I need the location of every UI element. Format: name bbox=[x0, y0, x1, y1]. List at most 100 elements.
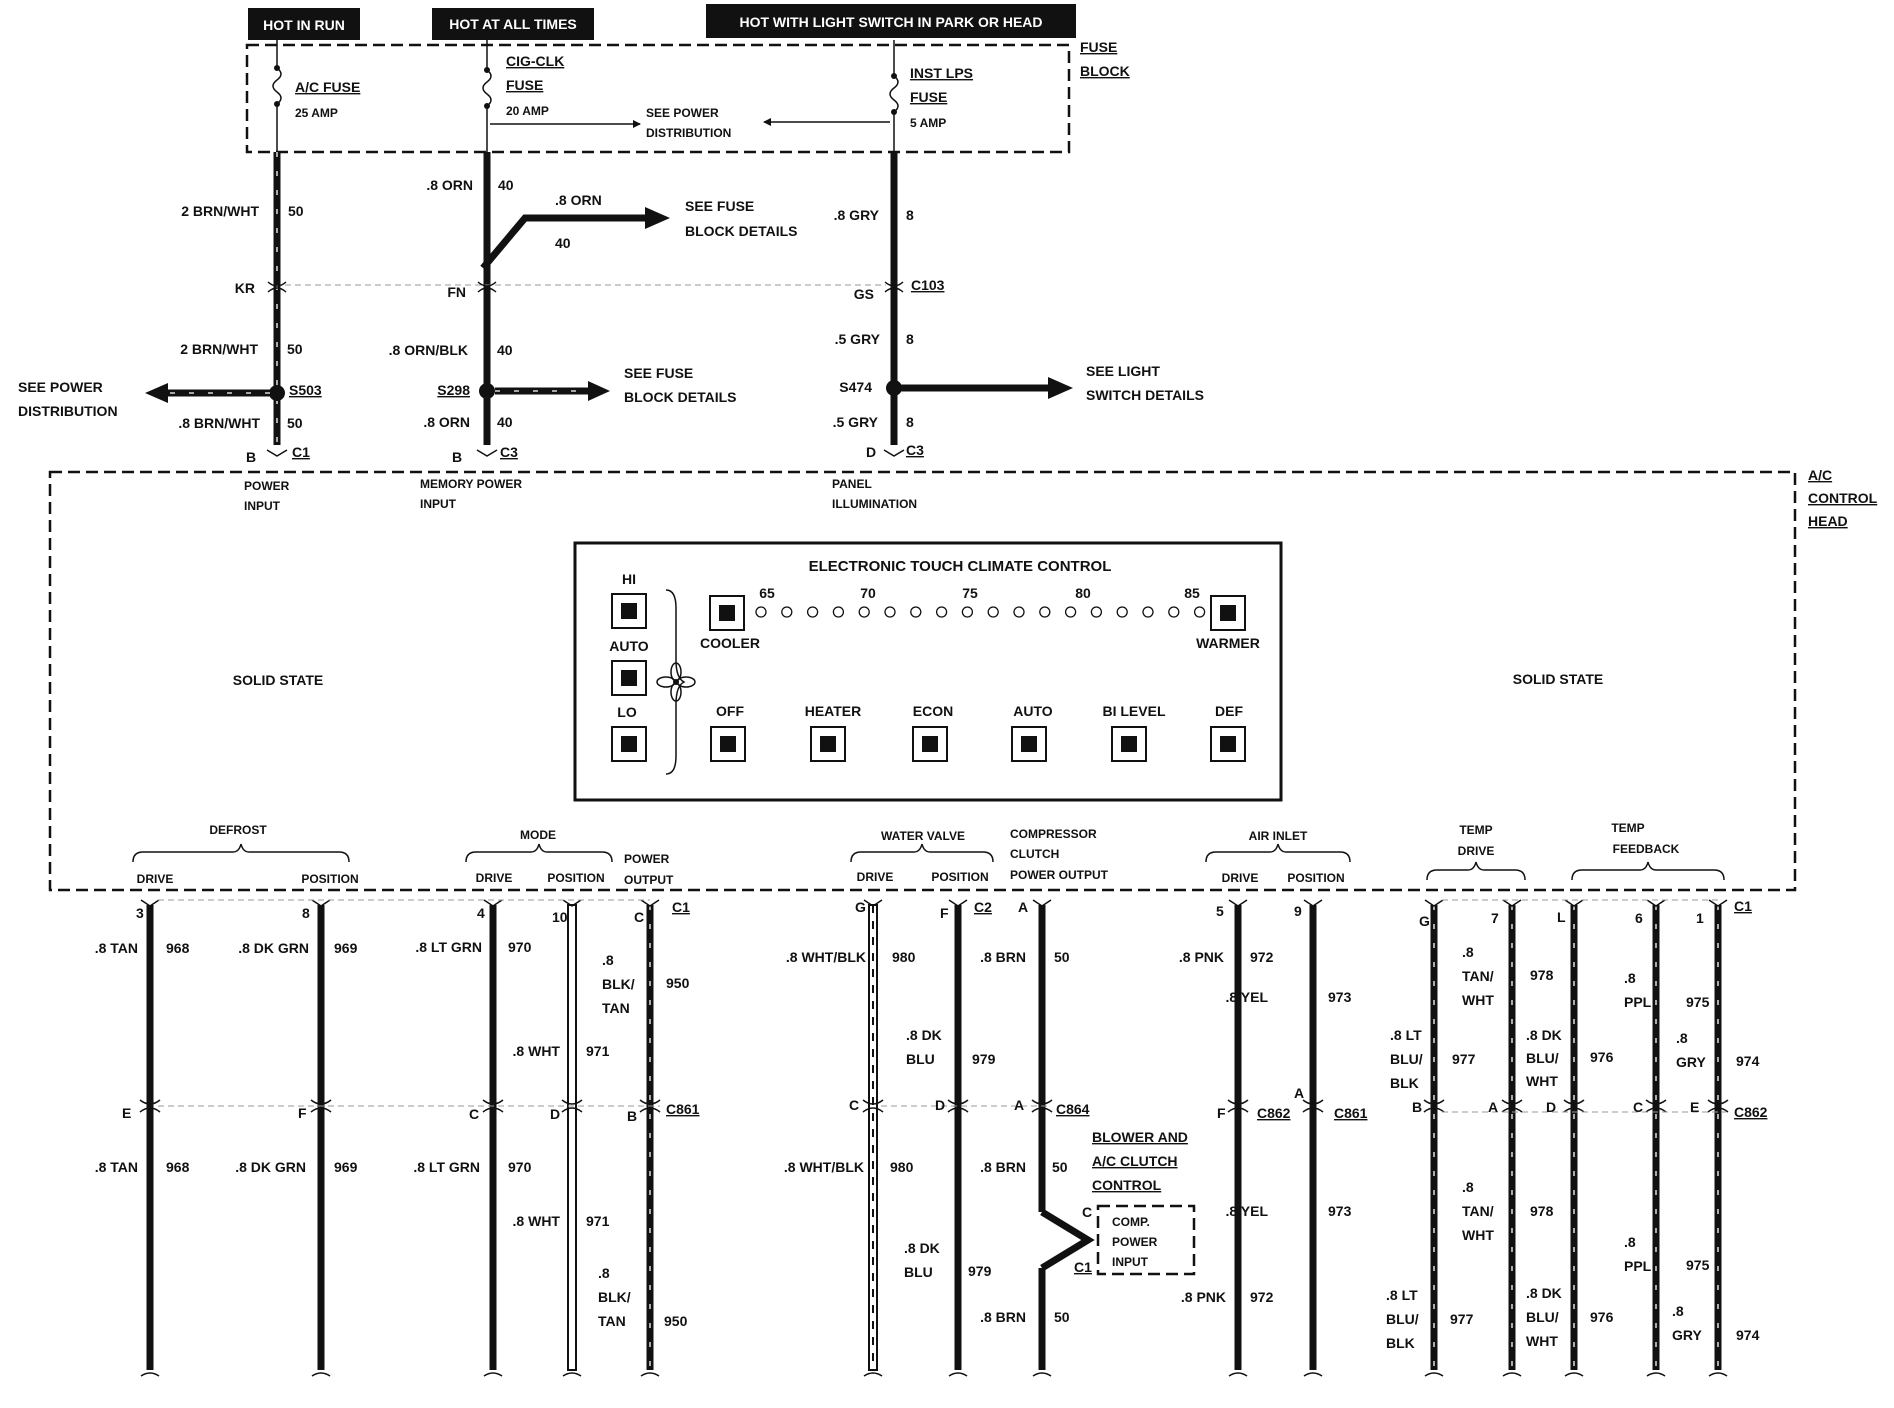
wire-label: .8 YEL bbox=[1225, 1203, 1268, 1219]
wire-continuation bbox=[1646, 1372, 1666, 1377]
temp-scale-label: 80 bbox=[1075, 585, 1091, 601]
connector-id: C861 bbox=[1334, 1105, 1368, 1121]
fuse-block-label-1: FUSE bbox=[1080, 39, 1117, 55]
see-fuse-note: BLOCK DETAILS bbox=[624, 389, 737, 405]
head-pin bbox=[1228, 899, 1248, 907]
connector-pin: D bbox=[935, 1097, 945, 1113]
hot-light-switch-label: HOT WITH LIGHT SWITCH IN PARK OR HEAD bbox=[739, 14, 1042, 30]
hot-at-all-times-label: HOT AT ALL TIMES bbox=[449, 16, 577, 32]
wire-number: 968 bbox=[166, 1159, 190, 1175]
connector-id: C3 bbox=[906, 442, 924, 458]
splice-label: S298 bbox=[437, 382, 470, 398]
pin-function: DRIVE bbox=[476, 871, 513, 885]
wire-number: 978 bbox=[1530, 967, 1554, 983]
wire-label: GRY bbox=[1676, 1054, 1706, 1070]
component-label: A/C CLUTCH bbox=[1092, 1153, 1178, 1169]
wire-number: 50 bbox=[288, 203, 304, 219]
mode-label-off: OFF bbox=[716, 703, 744, 719]
cig-clk-fuse-element bbox=[482, 69, 492, 107]
wire-number: 974 bbox=[1736, 1053, 1760, 1069]
wire-label: TAN/ bbox=[1462, 1203, 1494, 1219]
group-label-temp-drive: TEMP bbox=[1459, 823, 1492, 837]
wire-number: 50 bbox=[1054, 949, 1070, 965]
wire-label: .8 bbox=[1676, 1030, 1688, 1046]
bilevel-button-indicator bbox=[1121, 736, 1137, 752]
wire-label: 2 BRN/WHT bbox=[180, 341, 258, 357]
def-button[interactable] bbox=[1210, 726, 1246, 762]
lower-wire bbox=[482, 899, 504, 1377]
air-inlet-bracket bbox=[1205, 843, 1351, 863]
pin-number: F bbox=[940, 905, 949, 921]
solid-state-label: SOLID STATE bbox=[1513, 671, 1603, 687]
auto-button-indicator bbox=[1021, 736, 1037, 752]
wire-label: .8 bbox=[602, 952, 614, 968]
wire-number: 979 bbox=[968, 1263, 992, 1279]
component-label: COMP. bbox=[1112, 1215, 1150, 1229]
fan-lo-label: LO bbox=[617, 704, 637, 720]
wire-label: .8 YEL bbox=[1225, 989, 1268, 1005]
lower-wire bbox=[1645, 899, 1667, 1377]
lower-wire bbox=[1423, 899, 1445, 1377]
inline-connector bbox=[310, 1099, 332, 1113]
wire-orn-branch bbox=[480, 214, 645, 271]
pin-function: POSITION bbox=[931, 870, 988, 884]
wire-label: .8 WHT bbox=[513, 1043, 561, 1059]
connector-pin: C bbox=[1633, 1099, 1643, 1115]
def-button-indicator bbox=[1220, 736, 1236, 752]
lower-wire bbox=[139, 899, 161, 1377]
wire-continuation bbox=[1228, 1372, 1248, 1377]
wire-number: 970 bbox=[508, 939, 532, 955]
fan-auto-label: AUTO bbox=[609, 638, 649, 654]
group-label-mode: MODE bbox=[520, 828, 556, 842]
fan-hi-button-indicator bbox=[621, 603, 637, 619]
connector-id: C862 bbox=[1257, 1105, 1291, 1121]
splice-s298 bbox=[479, 383, 495, 399]
wire-number: 50 bbox=[1054, 1309, 1070, 1325]
inline-connector bbox=[639, 1099, 661, 1113]
lower-wire bbox=[1302, 899, 1324, 1377]
connector-fn bbox=[477, 281, 497, 293]
connector-id: C862 bbox=[1734, 1104, 1768, 1120]
component-label: CONTROL bbox=[1092, 1177, 1162, 1193]
wire-label: BLU bbox=[904, 1264, 933, 1280]
pin-number: 4 bbox=[477, 905, 485, 921]
wire-label: .8 bbox=[1624, 1234, 1636, 1250]
connector-pin: C bbox=[1082, 1204, 1092, 1220]
lower-wire bbox=[1501, 899, 1523, 1377]
auto-button[interactable] bbox=[1011, 726, 1047, 762]
pin-number: 8 bbox=[302, 905, 310, 921]
wire-label: .8 BRN bbox=[980, 949, 1026, 965]
connector-pin: A bbox=[1014, 1097, 1024, 1113]
head-pin bbox=[640, 899, 660, 907]
wire-label: BLU/ bbox=[1386, 1311, 1419, 1327]
pin-number: G bbox=[855, 899, 866, 915]
connector-pin: D bbox=[550, 1106, 560, 1122]
ac-fuse-amp: 25 AMP bbox=[295, 106, 338, 120]
wire-continuation bbox=[1502, 1372, 1522, 1377]
temperature-led bbox=[832, 606, 845, 618]
wire-label: .8 PNK bbox=[1179, 949, 1224, 965]
head-pin bbox=[483, 899, 503, 907]
wire-number: 976 bbox=[1590, 1309, 1614, 1325]
wire-number: 950 bbox=[664, 1313, 688, 1329]
wire-number: 975 bbox=[1686, 994, 1710, 1010]
lower-wire bbox=[862, 899, 884, 1377]
econ-button-indicator bbox=[922, 736, 938, 752]
heater-button[interactable] bbox=[810, 726, 846, 762]
component-label: POWER bbox=[1112, 1235, 1158, 1249]
temperature-led bbox=[1168, 606, 1180, 618]
mode-label-econ: ECON bbox=[913, 703, 953, 719]
hot-in-run-label: HOT IN RUN bbox=[263, 17, 345, 33]
wire-label: BLU/ bbox=[1526, 1309, 1559, 1325]
connector-id: C1 bbox=[1734, 898, 1752, 914]
connector-gs bbox=[884, 281, 904, 293]
wire-number: 973 bbox=[1328, 1203, 1352, 1219]
wire-label: .8 LT GRN bbox=[415, 939, 482, 955]
pin-function: CLUTCH bbox=[1010, 847, 1059, 861]
connector-pin: GS bbox=[854, 286, 874, 302]
temp-drive-bracket bbox=[1426, 861, 1526, 881]
wire-label: .8 BRN bbox=[980, 1309, 1026, 1325]
inline-connector bbox=[1302, 1099, 1324, 1113]
inline-connector bbox=[1707, 1099, 1729, 1113]
wire-label: .8 WHT bbox=[513, 1213, 561, 1229]
